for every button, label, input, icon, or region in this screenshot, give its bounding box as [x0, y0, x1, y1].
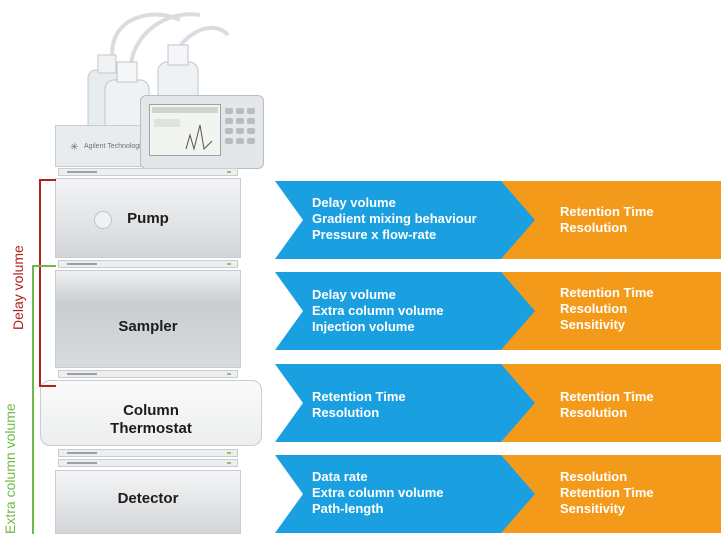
factor-text: Path-length: [312, 501, 384, 516]
effect-arrow: [500, 272, 721, 350]
factor-text: Extra column volume: [312, 303, 444, 318]
effect-text: Resolution: [560, 220, 628, 235]
effect-text: Resolution: [560, 405, 628, 420]
module-strip: [58, 370, 238, 378]
factor-text: Gradient mixing behaviour: [312, 211, 477, 226]
factor-arrow: [275, 181, 535, 259]
controller-screen: [149, 104, 221, 156]
factor-text: Injection volume: [312, 319, 415, 334]
module-strip: [58, 260, 238, 268]
instant-pilot-controller: [140, 95, 264, 169]
brand-name: Agilent Technologies: [84, 143, 149, 150]
module-strip: [58, 459, 238, 467]
factor-text: Pressure x flow-rate: [312, 227, 437, 242]
factor-arrow: [275, 364, 535, 442]
column-thermostat-module: [40, 380, 262, 446]
factor-arrow: [275, 455, 535, 533]
sampler-module: [55, 270, 241, 368]
factor-text: Resolution: [312, 405, 380, 420]
effect-text: Sensitivity: [560, 501, 626, 516]
effect-text: Retention Time: [560, 389, 654, 404]
effect-text: Retention Time: [560, 485, 654, 500]
volume-brackets: [32, 179, 56, 534]
effect-arrow: [500, 364, 721, 442]
effect-text: Resolution: [560, 301, 628, 316]
factor-text: Retention Time: [312, 389, 406, 404]
effect-text: Sensitivity: [560, 317, 626, 332]
column-thermostat-label-line2: Thermostat: [110, 420, 192, 437]
factor-text: Extra column volume: [312, 485, 444, 500]
factor-text: Delay volume: [312, 287, 396, 302]
factor-text: Data rate: [312, 469, 368, 484]
factor-arrow: [275, 272, 535, 350]
effect-text: Retention Time: [560, 204, 654, 219]
extra-column-volume-label: Extra column volume: [2, 403, 18, 534]
extra-column-volume-bracket: [32, 265, 56, 534]
column-thermostat-label-line1: Column: [123, 402, 179, 419]
pump-knob-icon: [94, 211, 112, 229]
brand-logo-icon: ✳: [70, 142, 79, 153]
pump-label: Pump: [127, 210, 169, 227]
delay-volume-label: Delay volume: [10, 245, 26, 330]
module-strip: [58, 168, 238, 176]
module-strip: [58, 449, 238, 457]
controller-screen-graph: [152, 107, 218, 151]
factor-text: Delay volume: [312, 195, 396, 210]
detector-label: Detector: [117, 490, 179, 507]
effect-arrow: [500, 455, 721, 533]
sampler-label: Sampler: [118, 318, 178, 335]
effect-arrow: [500, 181, 721, 259]
pump-module: [55, 178, 241, 258]
effect-text: Retention Time: [560, 285, 654, 300]
delay-volume-bracket: [39, 179, 56, 387]
effect-text: Resolution: [560, 469, 628, 484]
controller-keypad: [225, 108, 255, 152]
